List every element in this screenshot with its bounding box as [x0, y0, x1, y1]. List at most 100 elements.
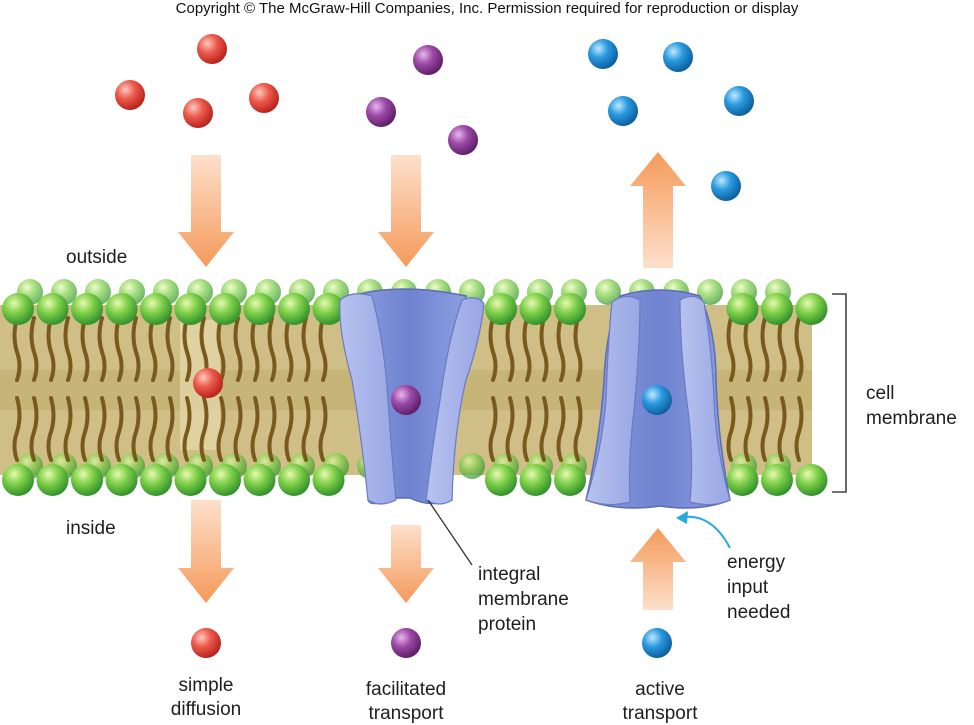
energy-label-line3: needed	[727, 602, 791, 623]
lipid-tail	[301, 316, 311, 382]
lipid-head	[174, 293, 207, 325]
lipid-tail	[97, 316, 107, 382]
lipid-tail	[148, 396, 158, 462]
lipid-tail	[522, 316, 532, 382]
arrow-facilitated-top	[378, 155, 434, 267]
lipid-head	[2, 293, 34, 325]
lipid-head-back	[697, 279, 723, 305]
lipid-head	[243, 464, 276, 496]
lipid-tail	[199, 396, 209, 462]
arrow-active-bottom	[630, 528, 686, 610]
arrow-simple-diffusion-bottom	[178, 500, 234, 603]
blue-molecule	[642, 385, 672, 415]
lipid-tail	[267, 316, 277, 382]
lipid-tail	[12, 316, 22, 382]
lipid-tail	[114, 396, 124, 462]
active-transport-label-line2: transport	[622, 703, 698, 724]
energy-label-line1: energy	[727, 552, 786, 573]
lipid-tail	[488, 396, 498, 462]
lipid-tail	[760, 316, 770, 382]
purple-molecule	[448, 125, 478, 155]
lipid-tail	[777, 396, 787, 462]
lipid-tail	[777, 316, 787, 382]
lipid-head	[36, 293, 69, 325]
copyright-notice: Copyright © The McGraw-Hill Companies, I…	[175, 0, 799, 17]
lipid-tail	[318, 316, 328, 382]
lipid-tail	[726, 316, 736, 382]
lipid-tail	[267, 396, 277, 462]
lipid-head	[312, 464, 345, 496]
lipid-head	[278, 293, 310, 325]
lipid-tail	[250, 396, 260, 462]
lipid-head	[140, 464, 172, 496]
lipid-tail	[488, 316, 498, 382]
cell-membrane-label-line2: membrane	[866, 408, 957, 429]
blue-molecule	[642, 628, 672, 658]
simple-diffusion-label-line1: simple	[178, 675, 234, 696]
lipid-tail	[794, 396, 804, 462]
lipid-tail	[12, 396, 22, 462]
energy-input-arrow	[683, 515, 731, 549]
lipid-tail	[114, 316, 124, 382]
lipid-head	[36, 464, 69, 496]
lipid-head	[209, 464, 241, 496]
purple-molecule	[391, 628, 421, 658]
red-molecule	[183, 98, 213, 128]
lipid-tail	[573, 316, 583, 382]
energy-arrow-head	[676, 511, 688, 524]
lipid-tail	[216, 396, 226, 462]
lipid-head	[105, 464, 138, 496]
protein-label-line1: integral	[478, 564, 541, 585]
lipid-head	[554, 464, 586, 496]
lipid-tail	[284, 316, 294, 382]
lipid-tail	[63, 316, 73, 382]
lipid-tail	[743, 396, 753, 462]
lipid-head	[243, 293, 276, 325]
lipid-tail	[80, 396, 90, 462]
lipid-tail	[131, 396, 141, 462]
facilitated-transport-label-line1: facilitated	[365, 679, 447, 700]
lipid-tail	[556, 316, 566, 382]
protein-leader-line	[427, 499, 473, 566]
lipid-head	[71, 293, 103, 325]
lipid-head	[761, 293, 793, 325]
lipid-head	[485, 464, 517, 496]
lipid-head	[795, 464, 828, 496]
lipid-head	[485, 293, 517, 325]
lipid-head-back	[459, 453, 485, 479]
blue-molecule	[711, 171, 741, 201]
lipid-tail	[284, 396, 294, 462]
lipid-tail	[794, 316, 804, 382]
protein-label-line2: membrane	[478, 589, 569, 610]
arrow-active-top	[630, 152, 686, 268]
purple-molecule	[366, 97, 396, 127]
lipid-head	[761, 464, 793, 496]
lipid-tail	[182, 396, 192, 462]
lipid-head	[209, 293, 241, 325]
lipid-head	[174, 464, 207, 496]
lipid-tail	[29, 316, 39, 382]
lipid-head	[2, 464, 34, 496]
red-molecule	[191, 628, 221, 658]
lipid-head	[726, 464, 759, 496]
lipid-tail	[726, 396, 736, 462]
blue-molecule	[663, 42, 693, 72]
lipid-head	[519, 464, 552, 496]
outside-label: outside	[66, 247, 128, 268]
lipid-tail	[165, 316, 175, 382]
blue-molecule	[608, 96, 638, 126]
cell-membrane-label-line1: cell	[866, 383, 895, 404]
purple-molecule	[413, 45, 443, 75]
lipid-tail	[29, 396, 39, 462]
lipid-tail	[233, 396, 243, 462]
lipid-tail	[539, 316, 549, 382]
lipid-tail	[573, 396, 583, 462]
lipid-head-back	[595, 279, 621, 305]
lipid-tail	[46, 396, 56, 462]
energy-label-line2: input	[727, 577, 769, 598]
lipid-head	[278, 464, 310, 496]
arrow-facilitated-bottom	[378, 525, 434, 603]
lipid-tail	[182, 316, 192, 382]
purple-molecule	[391, 385, 421, 415]
